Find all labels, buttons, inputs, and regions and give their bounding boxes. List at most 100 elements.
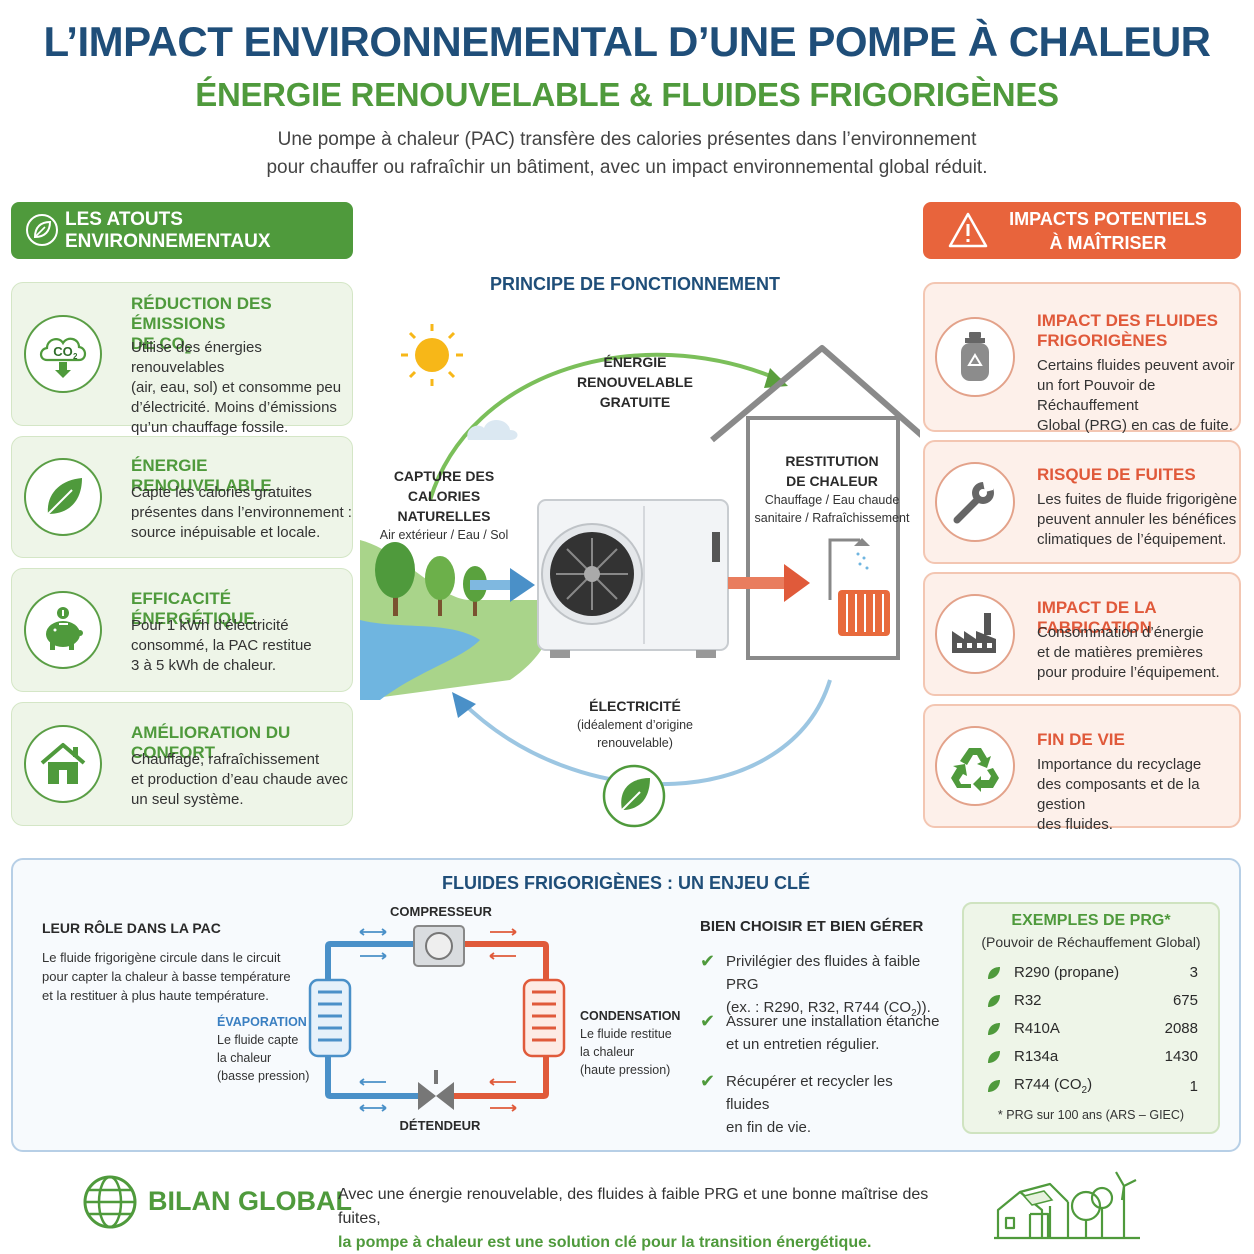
leaf-icon xyxy=(988,1022,1000,1035)
restitution-arrow xyxy=(728,577,788,589)
prg-value: 3 xyxy=(1189,964,1198,981)
role-text: Le fluide frigorigène circule dans le ci… xyxy=(42,948,302,1005)
card-text: Les fuites de fluide frigorigène peuvent… xyxy=(1037,490,1237,550)
refrigerant-cycle-diagram xyxy=(308,925,566,1112)
footer-title: BILAN GLOBAL xyxy=(148,1186,352,1216)
footer-text: Avec une énergie renouvelable, des fluid… xyxy=(338,1183,958,1254)
page-subtitle: ÉNERGIE RENOUVELABLE & FLUIDES FRIGORIGÈ… xyxy=(195,76,1059,113)
card-manufacturing: IMPACT DE LA FABRICATION Consommation d’… xyxy=(923,572,1241,696)
card-line: Les fuites de fluide frigorigène xyxy=(1037,491,1238,508)
check-item: ✔ Privilégier des fluides à faible PRG (e… xyxy=(700,950,940,1025)
prg-name: R290 (propane) xyxy=(1014,964,1120,981)
card-line: un seul système. xyxy=(131,791,244,808)
role-line: pour capter la chaleur à basse températu… xyxy=(42,969,291,984)
card-title-line: FRIGORIGÈNES xyxy=(1037,331,1168,350)
card-title-line: RÉDUCTION DES ÉMISSIONS xyxy=(131,294,272,333)
prg-title: EXEMPLES DE PRG* xyxy=(1011,912,1171,929)
river xyxy=(360,620,480,700)
piggy-bank-icon xyxy=(24,591,102,669)
recycle-icon xyxy=(935,726,1015,806)
label-sub: Chauffage / Eau chaude xyxy=(764,493,900,507)
prg-name-part: ) xyxy=(1087,1076,1093,1093)
role-block: LEUR RÔLE DANS LA PAC Le fluide frigorig… xyxy=(42,920,302,1005)
label-line: ÉNERGIE RENOUVELABLE xyxy=(577,354,693,390)
card-line: peuvent annuler les bénéfices xyxy=(1037,511,1237,528)
principle-diagram xyxy=(360,324,920,828)
prg-row: R134a 1430 xyxy=(986,1048,1198,1065)
left-section-header: LES ATOUTS ENVIRONNEMENTAUX xyxy=(11,202,353,259)
card-line: (air, eau, sol) et consomme peu xyxy=(131,379,342,396)
card-title: ÉNERGIE RENOUVELABLE xyxy=(131,456,272,495)
co2-icon-sub: 2 xyxy=(73,352,78,361)
check-line: (ex. : R290, R32, R744 (CO xyxy=(726,999,912,1016)
tree-icon xyxy=(375,542,415,616)
leaf-icon xyxy=(24,458,102,536)
label-line: ÉLECTRICITÉ xyxy=(589,698,681,714)
prg-value: 675 xyxy=(1172,992,1198,1009)
card-title: FIN DE VIE xyxy=(1037,730,1125,749)
card-line: et production d’eau chaude avec xyxy=(131,771,348,788)
card-title: AMÉLIORATION DU CONFORT xyxy=(131,723,291,762)
card-title: IMPACT DE LA FABRICATION xyxy=(1037,598,1156,637)
prg-name-part: R744 (CO xyxy=(1014,1076,1082,1093)
subscript: 2 xyxy=(911,1008,917,1019)
intro-line: Une pompe à chaleur (PAC) transfère des … xyxy=(277,129,977,150)
tree-icon xyxy=(425,556,455,616)
detendeur-label: DÉTENDEUR xyxy=(399,1118,481,1133)
warning-icon xyxy=(948,212,988,248)
card-text: Importance du recyclage des composants e… xyxy=(1037,755,1239,835)
prg-row: R290 (propane) 3 xyxy=(986,964,1198,981)
evaporator-icon xyxy=(308,978,352,1058)
check-line: et un entretien régulier. xyxy=(726,1036,880,1053)
right-header-line: IMPACTS POTENTIELS xyxy=(1009,208,1207,229)
check-line: )). xyxy=(916,999,931,1016)
card-line: des fluides. xyxy=(1037,816,1113,833)
card-line: présentes dans l’environnement : xyxy=(131,504,352,521)
check-line: Privilégier des fluides à faible PRG xyxy=(726,953,921,993)
factory-icon xyxy=(935,594,1015,674)
card-line: Pour 1 kWh d’électricité xyxy=(131,617,289,634)
card-line: Global (PRG) en cas de fuite. xyxy=(1037,417,1233,434)
check-line: Récupérer et recycler les fluides xyxy=(726,1073,893,1113)
arrow-head xyxy=(510,568,535,602)
card-fluids-impact: IMPACT DES FLUIDES FRIGORIGÈNES Certains… xyxy=(923,282,1241,434)
eco-house-illustration xyxy=(994,1171,1140,1240)
card-line: et de matières premières xyxy=(1037,644,1203,661)
label-sub: sanitaire / Rafraîchissement xyxy=(754,511,910,525)
role-title: LEUR RÔLE DANS LA PAC xyxy=(42,920,221,936)
condensation-block: CONDENSATION Le fluide restitue la chale… xyxy=(580,1007,690,1079)
sun-icon xyxy=(401,324,463,386)
card-line: un fort Pouvoir de Réchauffement xyxy=(1037,377,1156,414)
card-text: Consommation d’énergie et de matières pr… xyxy=(1037,623,1220,683)
card-end-of-life: FIN DE VIE Importance du recyclage des c… xyxy=(923,704,1241,833)
card-line: Capte les calories gratuites xyxy=(131,484,312,501)
compressor-icon xyxy=(413,925,465,967)
label-line: GRATUITE xyxy=(599,394,671,410)
electricity-flow-arc xyxy=(458,679,832,787)
card-comfort: AMÉLIORATION DU CONFORT Chauffage, rafra… xyxy=(11,702,353,826)
shower-icon xyxy=(828,538,870,600)
card-text: Certains fluides peuvent avoir un fort P… xyxy=(1037,356,1239,436)
radiator-icon xyxy=(838,590,890,636)
card-text: Utilise des énergies renouvelables (air,… xyxy=(131,338,352,438)
checkmark-icon: ✔ xyxy=(700,951,716,971)
prg-name: R32 xyxy=(1014,992,1042,1009)
card-line: Utilise des énergies renouvelables xyxy=(131,339,262,376)
heat-pump-unit-icon xyxy=(537,499,729,658)
card-title: IMPACT DES FLUIDES FRIGORIGÈNES xyxy=(1037,311,1218,351)
green-plug-icon xyxy=(602,764,666,828)
card-line: consommé, la PAC restitue xyxy=(131,637,312,654)
card-line: Chauffage, rafraîchissement xyxy=(131,751,320,768)
prg-name: R410A xyxy=(1014,1020,1060,1037)
electricity-label: ÉLECTRICITÉ (idéalement d’origine renouv… xyxy=(560,696,710,752)
card-line: Certains fluides peuvent avoir xyxy=(1037,357,1235,374)
card-title: RÉDUCTION DES ÉMISSIONS DE CO2 xyxy=(131,294,352,360)
intro-line: pour chauffer ou rafraîchir un bâtiment,… xyxy=(266,157,988,178)
house-icon xyxy=(24,725,102,803)
evaporation-title: ÉVAPORATION xyxy=(217,1015,307,1029)
card-title-line: IMPACT DES FLUIDES xyxy=(1037,311,1219,330)
label-sub: renouvelable) xyxy=(597,736,673,750)
prg-note: * PRG sur 100 ans (ARS – GIEC) xyxy=(997,1108,1185,1122)
card-emissions: CO 2 RÉDUCTION DES ÉMISSIONS DE CO2 Util… xyxy=(11,282,353,436)
